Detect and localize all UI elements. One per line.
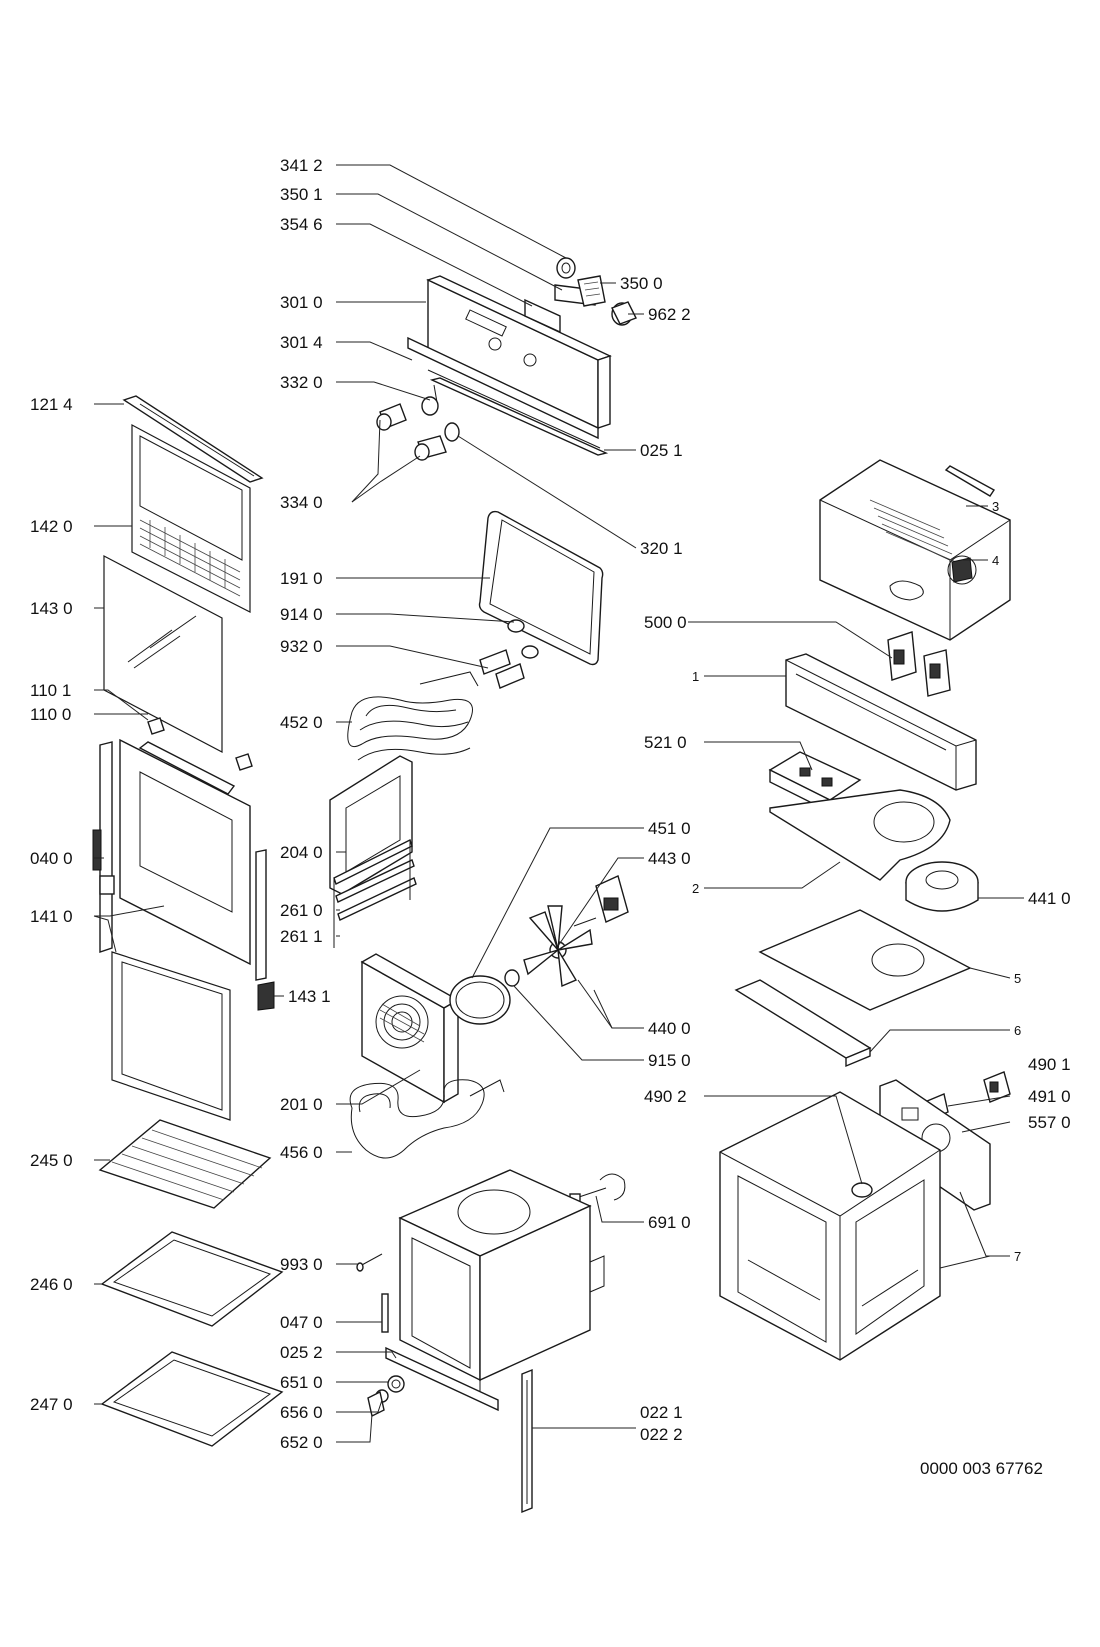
label-245-0: 245 0 [30,1151,73,1170]
label-2: 2 [692,881,699,896]
label-557-0: 557 0 [1028,1113,1071,1132]
label-915-0: 915 0 [648,1051,691,1070]
label-441-0: 441 0 [1028,889,1071,908]
label-1: 1 [692,669,699,684]
label-025-1: 025 1 [640,441,683,460]
label-350-0: 350 0 [620,274,663,293]
label-261-0: 261 0 [280,901,323,920]
label-350-1: 350 1 [280,185,323,204]
label-4: 4 [992,553,999,568]
label-334-0: 334 0 [280,493,323,512]
label-6: 6 [1014,1023,1021,1038]
label-301-4: 301 4 [280,333,323,352]
label-142-0: 142 0 [30,517,73,536]
label-656-0: 656 0 [280,1403,323,1422]
label-456-0: 456 0 [280,1143,323,1162]
label-191-0: 191 0 [280,569,323,588]
label-440-0: 440 0 [648,1019,691,1038]
label-246-0: 246 0 [30,1275,73,1294]
label-521-0: 521 0 [644,733,687,752]
label-261-1: 261 1 [280,927,323,946]
label-143-1: 143 1 [288,987,331,1006]
right-components [719,459,1011,1361]
label-341-2: 341 2 [280,156,323,175]
label-022-2: 022 2 [640,1425,683,1444]
label-491-0: 491 0 [1028,1087,1071,1106]
label-332-0: 332 0 [280,373,323,392]
leader-lines [93,164,1024,1443]
label-914-0: 914 0 [280,605,323,624]
label-143-0: 143 0 [30,599,73,618]
label-247-0: 247 0 [30,1395,73,1414]
label-7: 7 [1014,1249,1021,1264]
label-141-0: 141 0 [30,907,73,926]
label-962-2: 962 2 [648,305,691,324]
label-022-1: 022 1 [640,1403,683,1422]
label-047-0: 047 0 [280,1313,323,1332]
label-451-0: 451 0 [648,819,691,838]
label-201-0: 201 0 [280,1095,323,1114]
label-204-0: 204 0 [280,843,323,862]
label-3: 3 [992,499,999,514]
label-110-0: 110 0 [30,705,71,724]
label-490-2: 490 2 [644,1087,687,1106]
document-number: 0000 003 67762 [920,1459,1043,1478]
label-490-1: 490 1 [1028,1055,1071,1074]
label-500-0: 500 0 [644,613,687,632]
label-040-0: 040 0 [30,849,73,868]
label-652-0: 652 0 [280,1433,323,1452]
shelves-group [98,1119,284,1447]
control-panel-assembly [376,257,637,461]
label-932-0: 932 0 [280,637,323,656]
label-110-1: 110 1 [30,681,71,700]
label-651-0: 651 0 [280,1373,323,1392]
label-301-0: 301 0 [280,293,323,312]
label-443-0: 443 0 [648,849,691,868]
label-354-6: 354 6 [280,215,323,234]
label-993-0: 993 0 [280,1255,323,1274]
label-121-4: 121 4 [30,395,73,414]
label-5: 5 [1014,971,1021,986]
part-labels: 341 2 350 1 354 6 350 0 301 0 962 2 301 … [30,156,1071,1452]
label-452-0: 452 0 [280,713,323,732]
door-assembly [92,395,275,1121]
label-025-2: 025 2 [280,1343,323,1362]
middle-components [329,510,629,1514]
label-691-0: 691 0 [648,1213,691,1232]
label-320-1: 320 1 [640,539,683,558]
